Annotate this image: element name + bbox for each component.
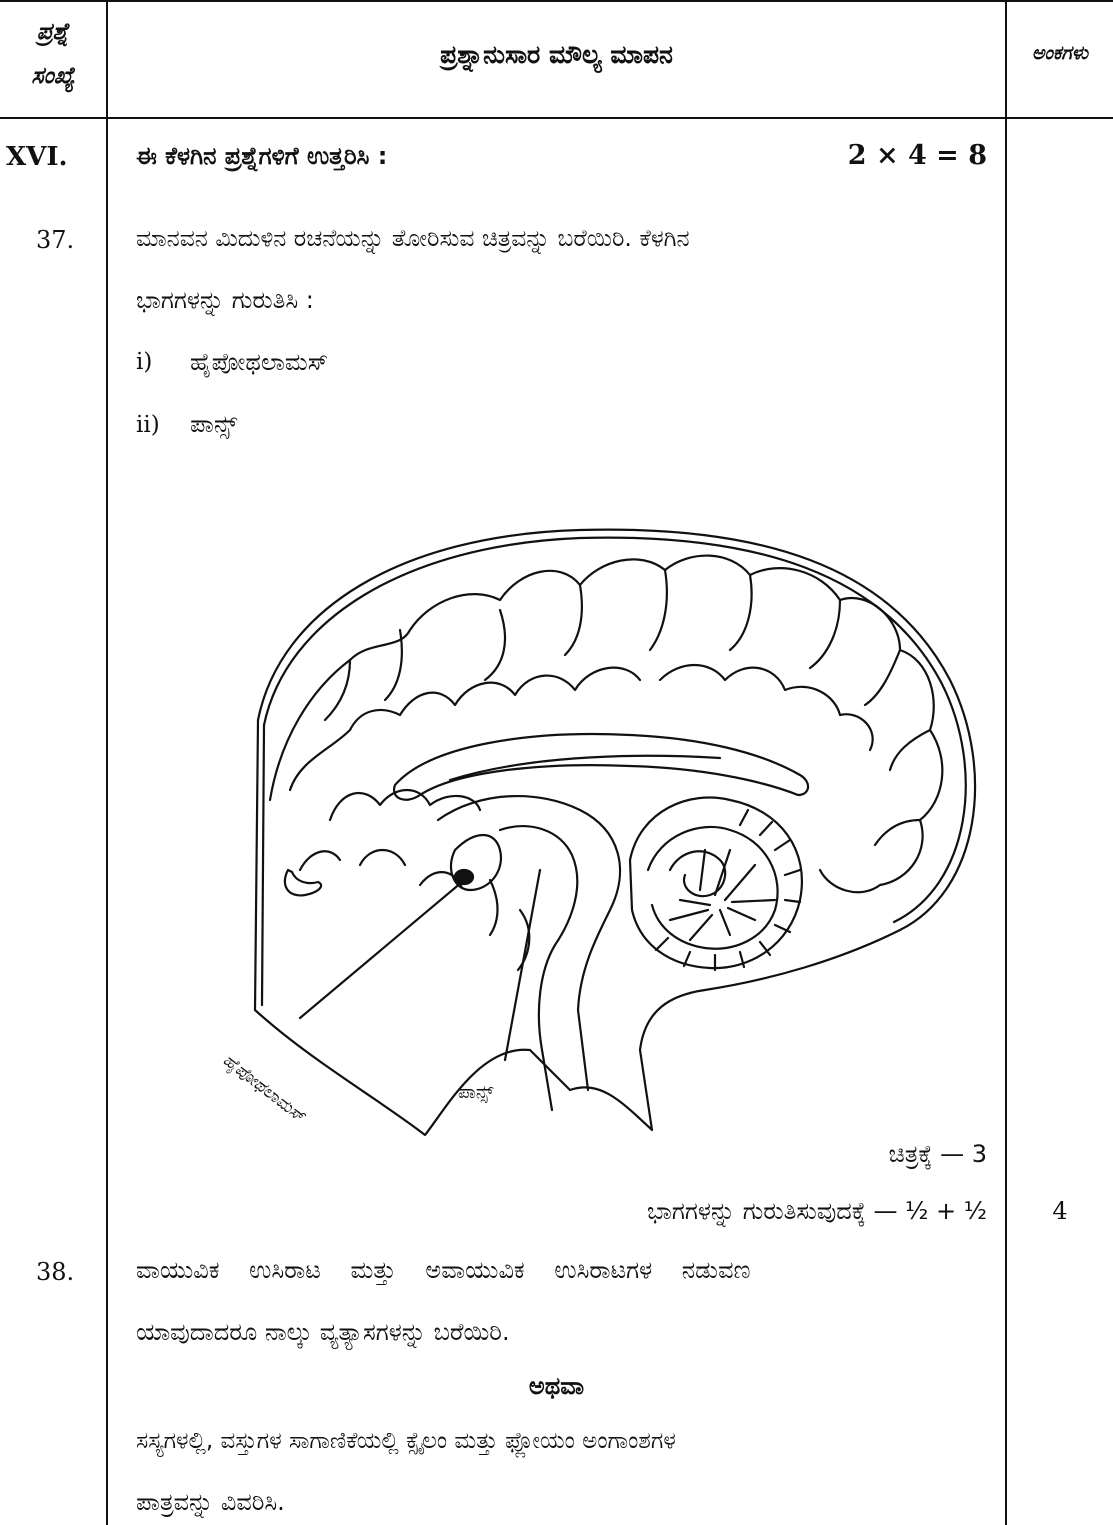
corpus-callosum	[394, 734, 808, 800]
header-scheme: ಪ್ರಶ್ನಾನುಸಾರ ಮೌಲ್ಯ ಮಾಪನ	[108, 40, 1005, 70]
section-instruction: ಈ ಕೆಳಗಿನ ಪ್ರಶ್ನೆಗಳಿಗೆ ಉತ್ತರಿಸಿ :	[136, 142, 387, 170]
q37-part2-marker: ii)	[136, 412, 160, 438]
pons-label: ಪಾನ್ಸ್	[458, 1082, 494, 1103]
q37-number: 37.	[36, 226, 74, 254]
hypothalamus-label: ಹೈಪೋಥಲಾಮಸ್	[218, 1050, 310, 1128]
q37-question-line1: ಮಾನವನ ಮಿದುಳಿನ ರಚನೆಯನ್ನು ತೋರಿಸುವ ಚಿತ್ರವನ್…	[136, 224, 690, 252]
cortex-gyri	[270, 556, 942, 893]
q38-number: 38.	[36, 1258, 74, 1286]
brain-outline	[255, 530, 975, 1135]
q37-part1-marker: i)	[136, 349, 152, 375]
q37-part2-text: ಪಾನ್ಸ್	[190, 410, 237, 438]
hypothalamus-leader	[300, 882, 462, 1018]
header-marks: ಅಂಕಗಳು	[1007, 42, 1113, 64]
hypothalamus-region	[455, 870, 473, 884]
table-top-border	[0, 0, 1113, 2]
q37-scheme-drawing: ಚಿತ್ರಕ್ಕೆ — 3	[889, 1140, 987, 1168]
header-question-no: ಪ್ರಶ್ನೆ ಸಂಖ್ಯೆ	[0, 10, 106, 98]
header-question-no-line2: ಸಂಖ್ಯೆ	[0, 54, 106, 98]
q37-part1-text: ಹೈಪೋಥಲಾಮಸ್	[190, 348, 328, 376]
q37-marks: 4	[1007, 1197, 1113, 1225]
header-question-no-line1: ಪ್ರಶ್ನೆ	[0, 10, 106, 54]
q37-question-line2: ಭಾಗಗಳನ್ನು ಗುರುತಿಸಿ :	[136, 286, 314, 314]
column-divider-left	[106, 0, 108, 1525]
pons-leader	[505, 870, 540, 1060]
q38-question-line2: ಯಾವುದಾದರೂ ನಾಲ್ಕು ವ್ಯತ್ಯಾಸಗಳನ್ನು ಬರೆಯಿರಿ.	[136, 1318, 510, 1346]
section-number: XVI.	[6, 142, 68, 172]
q38-alt-line1: ಸಸ್ಯಗಳಲ್ಲಿ, ವಸ್ತುಗಳ ಸಾಗಾಣಿಕೆಯಲ್ಲಿ ಕ್ಸೈಲಂ…	[136, 1428, 676, 1454]
q37-scheme-labelling: ಭಾಗಗಳನ್ನು ಗುರುತಿಸುವುದಕ್ಕೆ — ½ + ½	[647, 1197, 987, 1225]
q38-or-label: ಅಥವಾ	[108, 1372, 1005, 1400]
brain-figure: ಹೈಪೋಥಲಾಮಸ್ ಪಾನ್ಸ್	[200, 490, 1000, 1150]
column-divider-right	[1005, 0, 1007, 1525]
header-bottom-border	[0, 117, 1113, 119]
q38-question-line1: ವಾಯುವಿಕ ಉಸಿರಾಟ ಮತ್ತು ಅವಾಯುವಿಕ ಉಸಿರಾಟಗಳ ನ…	[136, 1256, 751, 1284]
q38-alt-line2: ಪಾತ್ರವನ್ನು ವಿವರಿಸಿ.	[136, 1488, 285, 1516]
section-marks-formula: 2 × 4 = 8	[848, 140, 987, 171]
